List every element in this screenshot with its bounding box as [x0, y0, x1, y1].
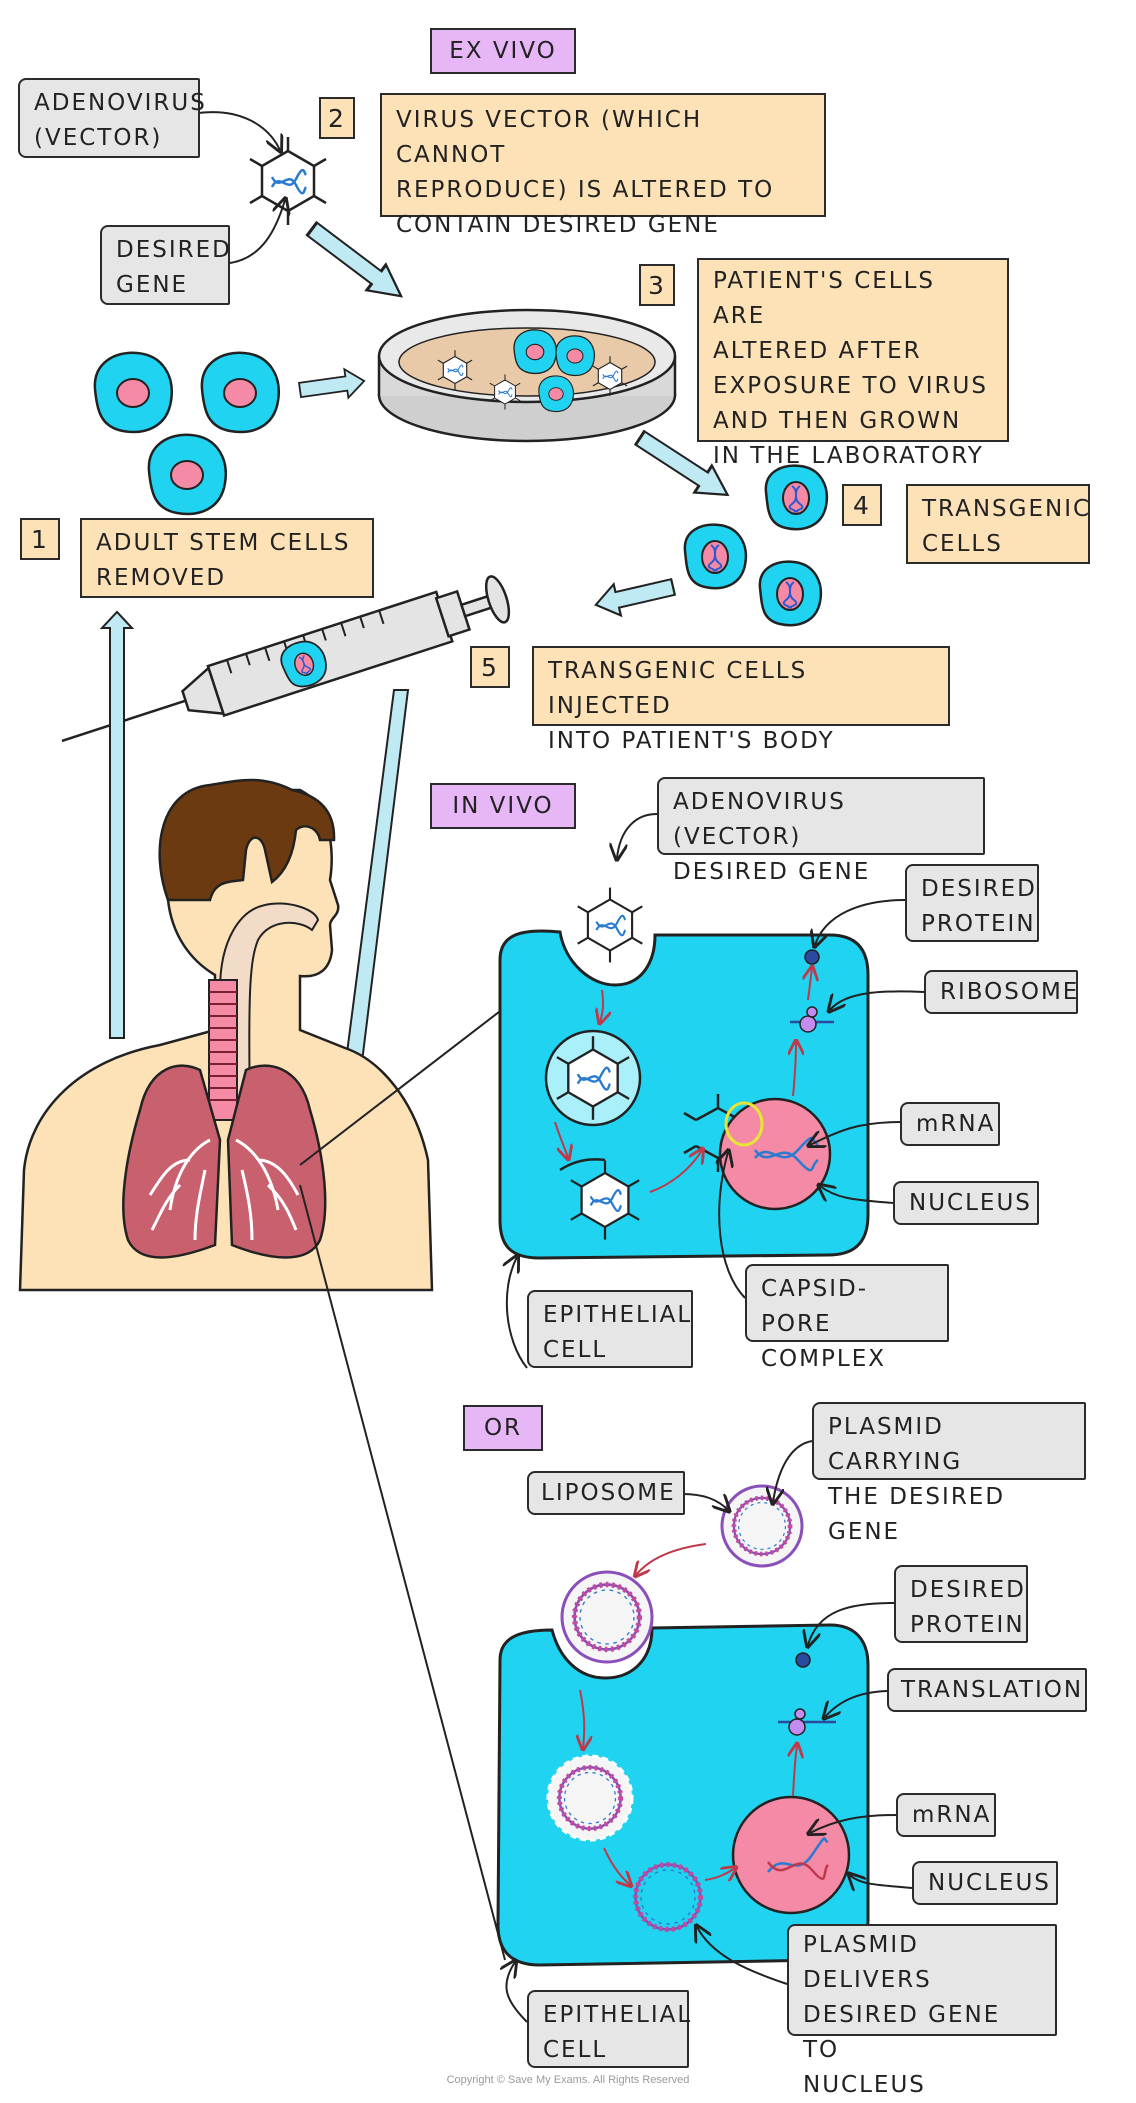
step-number-1: 1: [20, 518, 60, 560]
label-capsid-pore-complex: CAPSID-PORE COMPLEX: [745, 1264, 949, 1372]
label-epithelial-cell: EPITHELIAL CELL: [527, 1290, 693, 1368]
copyright-notice: Copyright © Save My Exams. All Rights Re…: [446, 2074, 690, 2086]
label-plasmid-delivers: PLASMID DELIVERS DESIRED GENE TO NUCLEUS: [787, 1924, 1057, 2098]
step-number-5: 5: [470, 646, 510, 688]
label-adenovirus-vector: ADENOVIRUS (VECTOR): [18, 78, 205, 158]
label-desired-protein-2: DESIRED PROTEIN: [894, 1565, 1028, 1643]
petri-dish: [377, 308, 677, 443]
label-nucleus: NUCLEUS: [893, 1181, 1039, 1225]
label-mrna: mRNA: [900, 1102, 1000, 1146]
epithelial-cell-in-vivo: [498, 886, 870, 1260]
step-number-4: 4: [842, 484, 882, 526]
label-nucleus-2: NUCLEUS: [912, 1861, 1058, 1905]
step-text-4: TRANSGENIC CELLS: [906, 484, 1090, 564]
step-text-5: TRANSGENIC CELLS INJECTED INTO PATIENT'S…: [532, 646, 950, 754]
human-torso: [18, 778, 434, 1292]
adenovirus-vector: [248, 135, 328, 227]
syringe: [61, 575, 511, 743]
label-translation: TRANSLATION: [887, 1668, 1087, 1712]
label-ribosome: RIBOSOME: [924, 970, 1078, 1014]
label-plasmid: PLASMID CARRYING THE DESIRED GENE: [812, 1402, 1086, 1545]
step-text-3: PATIENT'S CELLS ARE ALTERED AFTER EXPOSU…: [697, 258, 1009, 469]
stem-cells: [93, 351, 281, 516]
heading-ex-vivo: EX VIVO: [430, 28, 576, 74]
heading-or: OR: [463, 1405, 543, 1451]
step-number-2: 2: [319, 97, 355, 139]
step-text-2: VIRUS VECTOR (WHICH CANNOT REPRODUCE) IS…: [380, 93, 826, 238]
step-text-1: ADULT STEM CELLS REMOVED: [80, 518, 374, 598]
label-adenovirus-desired-gene: ADENOVIRUS (VECTOR) DESIRED GENE: [657, 777, 985, 885]
heading-in-vivo: IN VIVO: [430, 783, 576, 829]
label-epithelial-cell-2: EPITHELIAL CELL: [527, 1990, 690, 2068]
label-mrna-2: mRNA: [896, 1793, 996, 1837]
label-desired-gene: DESIRED GENE: [100, 225, 230, 305]
step-number-3: 3: [639, 264, 675, 306]
label-liposome: LIPOSOME: [527, 1471, 685, 1515]
epithelial-cell-plasmid: [496, 1484, 870, 1967]
label-desired-protein: DESIRED PROTEIN: [905, 864, 1039, 942]
